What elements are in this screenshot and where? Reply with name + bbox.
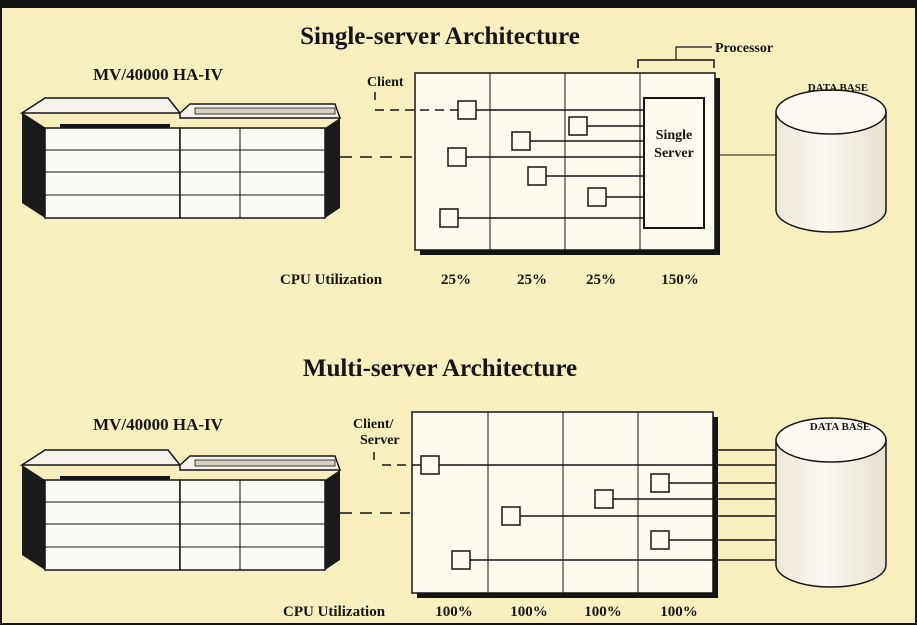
client-server-box — [650, 530, 670, 550]
client-server-box — [451, 550, 471, 570]
multi-processor-panel — [411, 411, 718, 598]
multi-machine-label: MV/40000 HA-IV — [93, 415, 224, 434]
single-server-section: Single-server Architecture MV/40000 HA-I… — [19, 23, 887, 288]
single-client-boxes — [439, 100, 607, 228]
single-machine-label: MV/40000 HA-IV — [93, 65, 224, 84]
single-cpu-value-3: 25% — [586, 272, 616, 288]
client-box — [457, 100, 477, 120]
client-server-box — [420, 455, 440, 475]
single-server-box — [643, 97, 705, 229]
top-bar — [0, 0, 917, 8]
client-box — [568, 116, 588, 136]
client-box — [447, 147, 467, 167]
client-server-label-1: Client/ — [353, 417, 395, 432]
single-database-label: DATA BASE — [808, 82, 868, 94]
single-server-label-1: Single — [656, 128, 693, 143]
multi-database-icon — [775, 417, 887, 588]
client-box — [511, 131, 531, 151]
processor-bracket — [637, 59, 715, 68]
single-server-title: Single-server Architecture — [300, 23, 580, 50]
multi-server-connections — [439, 449, 776, 561]
client-label: Client — [367, 75, 404, 90]
multi-server-title: Multi-server Architecture — [303, 355, 577, 382]
multi-server-section: Multi-server Architecture MV/40000 HA-IV — [19, 355, 887, 620]
client-box — [527, 166, 547, 186]
client-box — [439, 208, 459, 228]
single-client-connections — [458, 109, 644, 219]
multi-cpu-label: CPU Utilization — [283, 604, 386, 620]
multi-server-boxes — [420, 455, 670, 570]
multi-cpu-value-3: 100% — [584, 604, 622, 620]
processor-label: Processor — [715, 41, 773, 56]
single-cpu-value-2: 25% — [517, 272, 547, 288]
multi-cpu-value-2: 100% — [510, 604, 548, 620]
single-cpu-label: CPU Utilization — [280, 272, 383, 288]
multi-cpu-value-1: 100% — [435, 604, 473, 620]
processor-callout — [675, 46, 712, 60]
single-cpu-value-1: 25% — [441, 272, 471, 288]
single-computer-icon — [19, 97, 342, 219]
multi-database-label: DATA BASE — [810, 421, 870, 433]
single-server-label-2: Server — [654, 146, 694, 161]
client-box — [587, 187, 607, 207]
client-server-box — [594, 489, 614, 509]
multi-cpu-value-4: 100% — [660, 604, 698, 620]
multi-computer-icon — [19, 449, 342, 571]
client-server-box — [650, 473, 670, 493]
client-server-label-2: Server — [360, 433, 400, 448]
single-cpu-value-4: 150% — [661, 272, 699, 288]
single-database-icon — [775, 89, 887, 233]
client-server-box — [501, 506, 521, 526]
